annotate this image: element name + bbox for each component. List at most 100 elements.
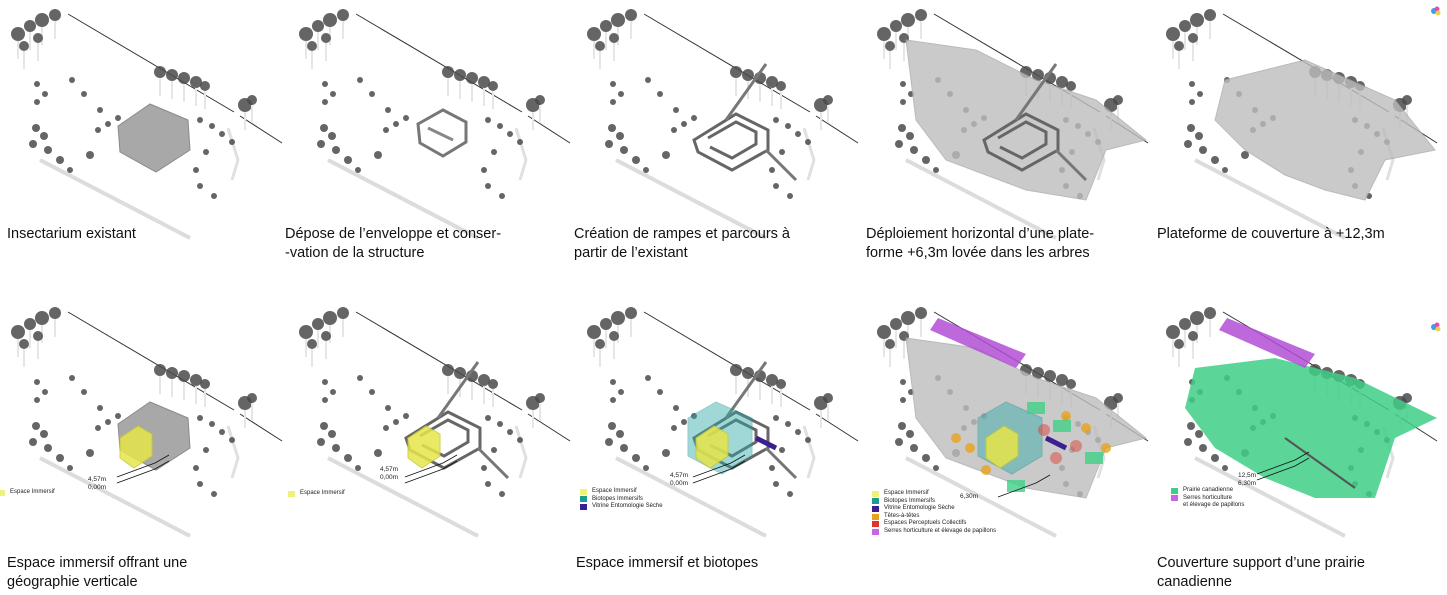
tree-mark (322, 81, 328, 87)
tree-mark (383, 425, 389, 431)
height-label: 6,30m (960, 493, 979, 500)
tree-mark (933, 167, 939, 173)
tree-mark (776, 81, 786, 91)
legend-label: Vitrine Entomologie Sèche (884, 505, 955, 512)
height-leader (692, 454, 746, 478)
diagram-panel-5: Plateforme de couverture à +12,3m (1155, 0, 1443, 297)
tree-mark (383, 127, 389, 133)
diagram-panel-1: Insectarium existant (0, 0, 288, 297)
tree-mark (32, 124, 40, 132)
trees (299, 307, 545, 497)
legend-swatch (0, 489, 5, 496)
tree-mark (1166, 325, 1180, 339)
tree-mark (485, 117, 491, 123)
tree-mark (178, 72, 190, 84)
tree-mark (616, 132, 624, 140)
legend-swatch (1171, 503, 1178, 509)
tree-mark (1190, 13, 1204, 27)
tree-mark (328, 430, 336, 438)
tree-mark (535, 393, 545, 403)
tree-mark (200, 379, 210, 389)
axonometric-drawing (587, 9, 859, 240)
tree-mark (393, 121, 399, 127)
tree-mark (357, 375, 363, 381)
tree-mark (517, 139, 523, 145)
tree-mark (385, 107, 391, 113)
road-line (643, 13, 811, 113)
tree-mark (632, 156, 640, 164)
tree-mark (1211, 156, 1219, 164)
tree-mark (805, 437, 811, 443)
tree-mark (1166, 27, 1180, 41)
tree-mark (730, 364, 742, 376)
tree-mark (307, 41, 317, 51)
platform-slab (905, 39, 1148, 201)
tree-mark (773, 481, 779, 487)
tree-mark (190, 374, 202, 386)
tree-mark (1056, 76, 1068, 88)
tree-mark (625, 9, 637, 21)
tree-mark (1188, 33, 1198, 43)
tree-mark (1032, 69, 1044, 81)
tree-mark (355, 167, 361, 173)
legend-item: et élevage de papillons (1171, 502, 1244, 510)
tree-mark (773, 183, 779, 189)
tree-mark (44, 444, 52, 452)
tree-mark (898, 124, 906, 132)
tree-mark (1402, 95, 1412, 105)
tree-mark (618, 389, 624, 395)
tree-mark (933, 465, 939, 471)
height-labels: 6,30m (960, 493, 978, 501)
tree-mark (344, 454, 352, 462)
height-leader (404, 460, 458, 484)
path-band (802, 425, 816, 479)
legend-label: Prairie canadienne (1183, 487, 1234, 493)
tree-mark (1222, 167, 1228, 173)
tree-mark (35, 311, 49, 325)
legend-label: Espace Immersif (884, 490, 929, 496)
tree-mark (595, 339, 605, 349)
road-line (67, 13, 235, 113)
serre-volume (1219, 318, 1315, 368)
tree-mark (478, 374, 490, 386)
tree-mark (779, 149, 785, 155)
path-band (226, 127, 240, 181)
legend-item: Serres horticulture et élevage de papill… (872, 528, 996, 536)
legend-swatch (580, 488, 587, 495)
panel-caption: Déploiement horizontal d’une plate- form… (866, 226, 1095, 261)
tree-mark (1113, 393, 1123, 403)
trees (11, 307, 257, 497)
tree-mark (442, 66, 454, 78)
tree-mark (40, 132, 48, 140)
height-label: 4,57m (380, 466, 399, 473)
tree-mark (805, 139, 811, 145)
immersive-volume (407, 425, 441, 469)
tree-mark (211, 193, 217, 199)
tree-mark (885, 41, 895, 51)
tree-mark (795, 429, 801, 435)
serre-volume (930, 318, 1026, 368)
tree-mark (337, 9, 349, 21)
tree-mark (328, 132, 336, 140)
road-line (67, 311, 235, 411)
legend-item: Prairie canadienne (1171, 487, 1244, 495)
ramp-path (692, 112, 770, 172)
tree-mark (374, 449, 382, 457)
legend-item: Biotopes Immersifs (872, 498, 996, 506)
green-block (1053, 420, 1071, 432)
tree-mark (900, 99, 906, 105)
tree-mark (901, 13, 915, 27)
tree-mark (499, 491, 505, 497)
tree-mark (19, 339, 29, 349)
logo-icon (1430, 320, 1442, 332)
tree-mark (1187, 422, 1195, 430)
tree-mark (200, 81, 210, 91)
axonometric-drawing (1166, 9, 1438, 240)
tree-mark (312, 318, 324, 330)
tree-mark (1179, 20, 1191, 32)
building-mass (117, 103, 191, 173)
tree-mark (671, 425, 677, 431)
